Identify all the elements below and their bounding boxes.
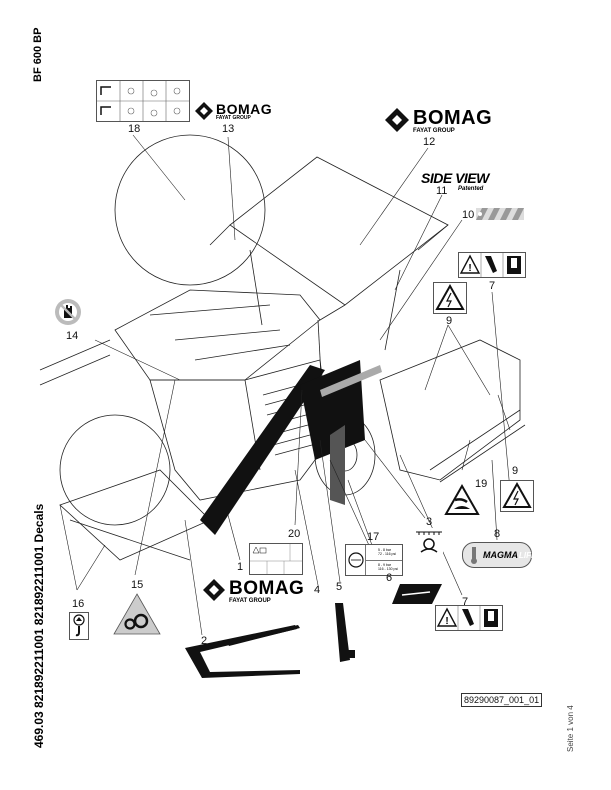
callout-6: 6 xyxy=(386,572,393,584)
reference-number: 89290087_001_01 xyxy=(461,693,543,707)
callout-2: 2 xyxy=(201,635,208,647)
callout-9b: 9 xyxy=(512,465,519,477)
callout-15: 15 xyxy=(131,579,144,591)
brand-group: FAYAT GROUP xyxy=(216,115,251,121)
decal-10-hazard-stripe xyxy=(476,208,524,220)
callout-13: 13 xyxy=(222,123,235,135)
callout-4: 4 xyxy=(314,584,321,596)
callout-3: 3 xyxy=(426,516,433,528)
pressure-row2-psi: 116 - 130 psi xyxy=(378,567,398,571)
callout-7b: 7 xyxy=(462,596,469,608)
callout-18: 18 xyxy=(128,123,141,135)
callout-20: 20 xyxy=(288,528,301,540)
hopper xyxy=(114,289,321,381)
decal-9-electrical-warning-top xyxy=(433,282,467,314)
decal-14-no-hand-icon xyxy=(55,299,81,325)
detail-inset-16 xyxy=(59,414,171,526)
life-word: LIFE xyxy=(519,550,537,560)
svg-text:!: ! xyxy=(468,263,471,274)
patented-label: Patented xyxy=(458,186,484,192)
brand-name: BOMAG xyxy=(413,107,493,129)
decal-18-instructions xyxy=(96,80,190,122)
svg-text:!: ! xyxy=(445,616,448,627)
decal-7-crush-warning-bottom: ! xyxy=(435,605,503,631)
roof xyxy=(229,156,449,306)
pressure-row1-psi: 72 - 116 psi xyxy=(378,552,397,556)
pressure-row2-bar: 8 - 9 bar xyxy=(378,563,392,567)
decal-stripes-2-4-5 xyxy=(185,603,355,678)
decal-7-crush-warning-top: ! xyxy=(458,252,526,278)
brand-name: BOMAG xyxy=(216,101,273,117)
callout-9a: 9 xyxy=(446,315,453,327)
brand-name: BOMAG xyxy=(229,578,305,599)
decal-9-electrical-warning-bottom xyxy=(500,480,534,512)
side-view-heading: SIDE VIEW xyxy=(421,170,489,186)
callout-11: 11 xyxy=(436,185,448,197)
decal-3-hot-surface xyxy=(415,528,443,556)
pressure-row1-bar: 5 - 8 bar xyxy=(378,548,392,552)
magma-word: MAGMA xyxy=(483,550,518,560)
decal-15-gear-warning-icon xyxy=(113,593,161,635)
callout-5: 5 xyxy=(336,581,343,593)
callout-14: 14 xyxy=(66,330,79,342)
decal-20-instructions xyxy=(249,543,303,575)
brand-group: FAYAT GROUP xyxy=(229,598,271,604)
callout-8: 8 xyxy=(494,528,501,540)
decal-8-magma-life: MAGMA LIFE xyxy=(462,542,536,568)
bomag-logo-13: BOMAG FAYAT GROUP xyxy=(195,102,272,121)
bomag-logo-bottom: BOMAG FAYAT GROUP xyxy=(203,579,304,604)
detail-inset-18 xyxy=(114,134,266,286)
callout-7a: 7 xyxy=(489,280,496,292)
decal-19-hot-surface-icon xyxy=(444,483,480,515)
brand-group: FAYAT GROUP xyxy=(413,128,455,134)
callout-19: 19 xyxy=(475,478,488,490)
decal-16-lifting-point xyxy=(69,612,89,640)
callout-12: 12 xyxy=(423,136,436,148)
callout-1: 1 xyxy=(237,561,244,573)
bomag-logo-12: BOMAG FAYAT GROUP xyxy=(385,108,492,134)
decal-6-model-logo xyxy=(392,584,442,604)
callout-16: 16 xyxy=(72,598,85,610)
callout-10: 10 xyxy=(462,209,475,221)
callout-17: 17 xyxy=(367,531,380,543)
decal-17-pressure: 5 - 8 bar 72 - 116 psi 8 - 9 bar 116 - 1… xyxy=(345,544,403,576)
screed xyxy=(379,339,521,481)
